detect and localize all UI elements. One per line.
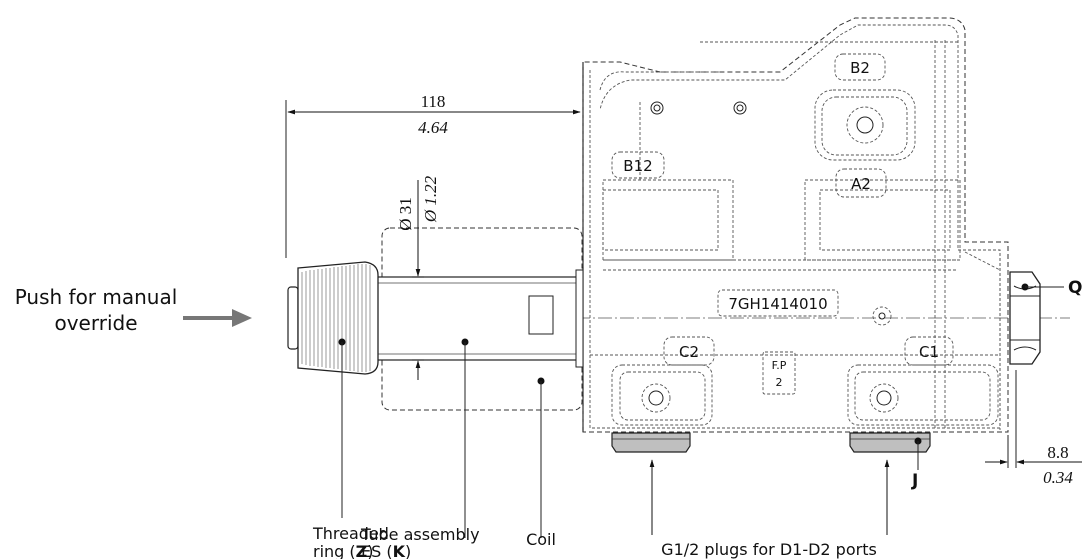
svg-text:C2: C2 [679, 343, 699, 361]
dimension-offset-in: 0.34 [1043, 468, 1073, 487]
tube-label-line2: ES (K) [361, 542, 411, 559]
svg-text:7GH1414010: 7GH1414010 [728, 295, 827, 313]
plug-right [849, 432, 931, 453]
svg-text:F.P: F.P [772, 359, 787, 372]
port-tag-c1: C1 [904, 336, 954, 366]
dimension-length-in: 4.64 [418, 118, 448, 137]
dimension-diameter-in: Ø 1.22 [421, 175, 440, 223]
valve-body [582, 17, 1009, 433]
dimension-diameter: Ø 31 Ø 1.22 [396, 175, 440, 380]
dimension-diameter-mm: Ø 31 [396, 197, 415, 231]
threaded-ring-label-line2: ring (Z) [313, 542, 374, 559]
plugs-label: G1/2 plugs for D1-D2 ports [661, 540, 877, 559]
part-number-tag: 7GH1414010 [717, 289, 839, 317]
q-label: Q [1068, 278, 1082, 298]
svg-text:B12: B12 [623, 157, 652, 175]
port-tag-b12: B12 [611, 151, 665, 179]
svg-text:A2: A2 [851, 175, 871, 193]
plug-left [611, 432, 691, 453]
threaded-ring [287, 261, 379, 375]
push-label-line2: override [54, 311, 137, 335]
port-tag-b2: B2 [834, 53, 886, 81]
dimension-offset: 8.8 0.34 [985, 370, 1082, 487]
tube-label-line1: Tube assembly [360, 525, 480, 544]
dimension-offset-mm: 8.8 [1047, 443, 1068, 462]
coil-outline [381, 227, 583, 411]
dimension-length-mm: 118 [421, 92, 446, 111]
svg-text:B2: B2 [850, 59, 870, 77]
svg-text:2: 2 [776, 376, 783, 389]
port-tag-c2: C2 [663, 336, 715, 366]
coil-label: Coil [526, 530, 556, 549]
threaded-ring-label-line1: Threaded [312, 524, 389, 543]
tube-assembly [374, 269, 584, 368]
port-tag-a2: A2 [835, 168, 887, 198]
svg-text:C1: C1 [919, 343, 939, 361]
dimension-length: 118 4.64 [285, 92, 581, 258]
push-arrow-head [232, 309, 252, 327]
nut-q [1009, 271, 1041, 365]
push-label-line1: Push for manual [15, 285, 178, 309]
j-label: J [911, 471, 918, 491]
port-tag-fp: F.P 2 [762, 351, 796, 395]
